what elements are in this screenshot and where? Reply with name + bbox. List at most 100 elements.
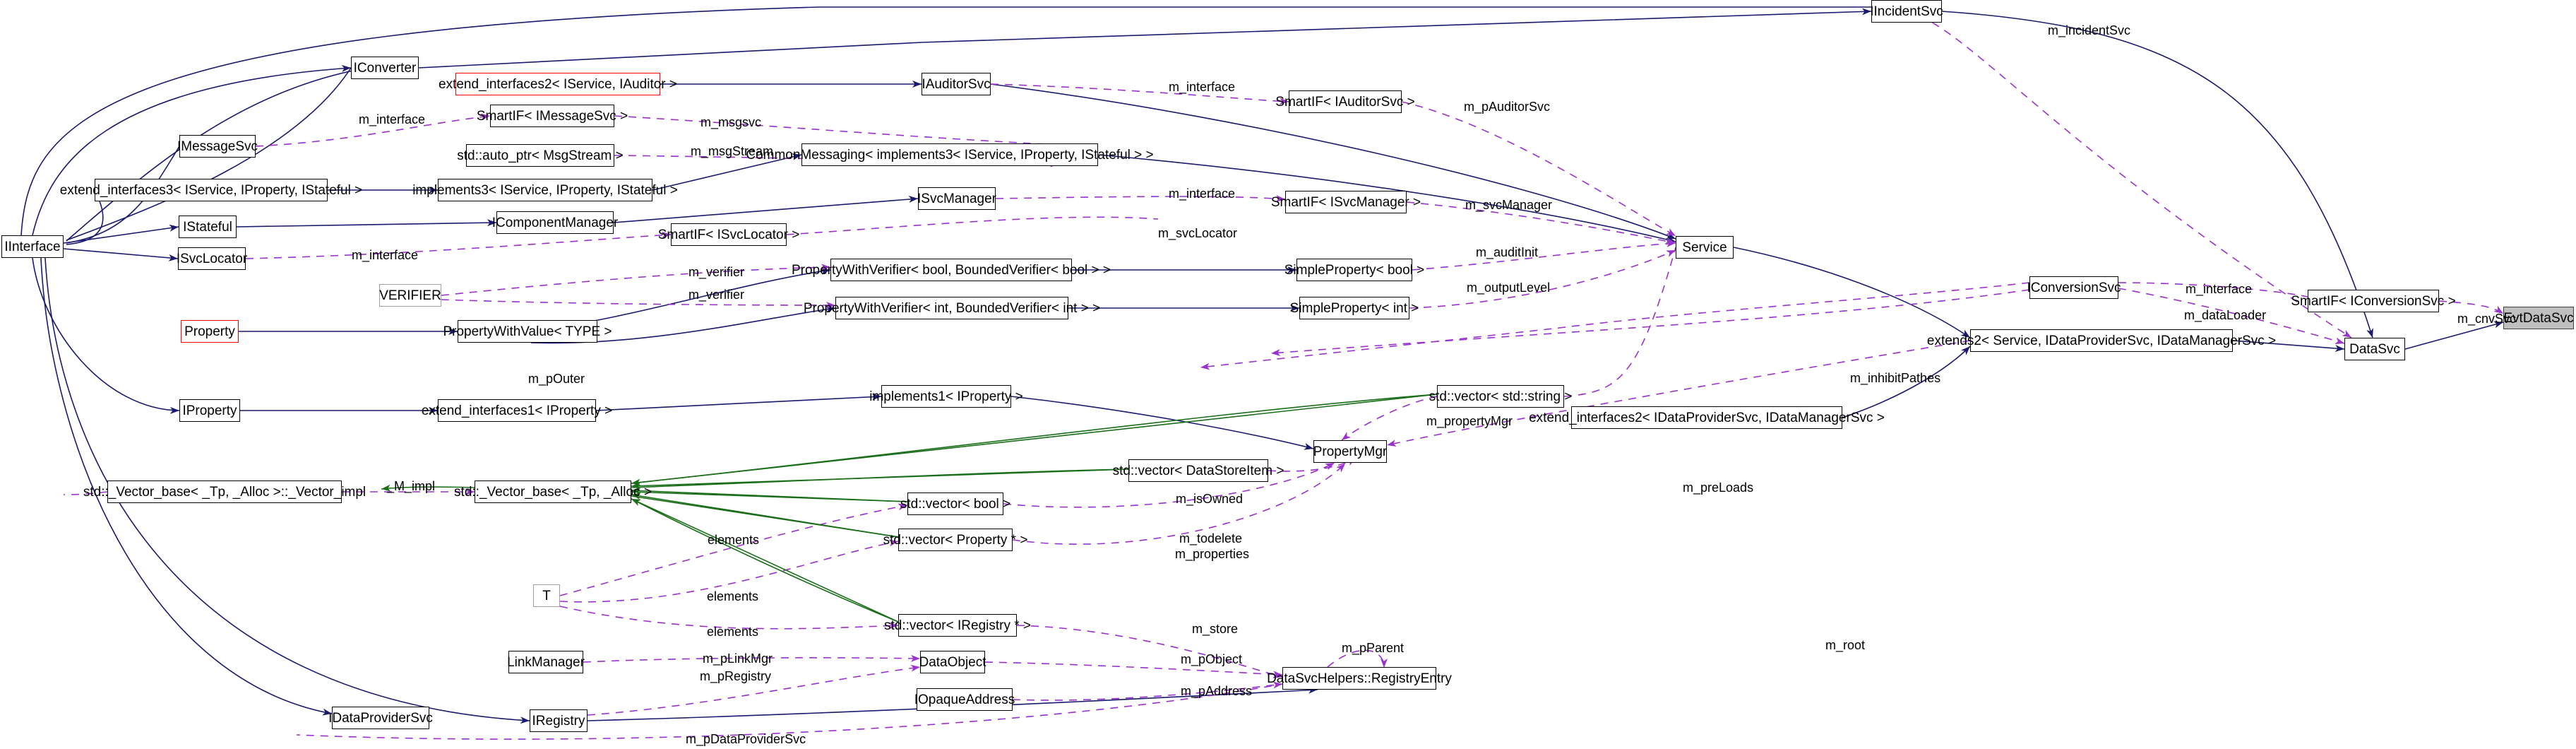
class-node-IRegistry[interactable]: IRegistry <box>530 709 588 732</box>
class-node-label: DataSvcHelpers::RegistryEntry <box>1267 671 1452 686</box>
class-node-extends2Service[interactable]: extends2< Service, IDataProviderSvc, IDa… <box>1927 329 2276 352</box>
class-node-extendIf1Property[interactable]: extend_interfaces1< IProperty > <box>422 399 612 422</box>
class-node-vectorPropertyPtr[interactable]: std::vector< Property * > <box>883 529 1027 551</box>
class-node-VERIFIER[interactable]: VERIFIER <box>379 284 441 307</box>
class-node-label: PropertyWithVerifier< int, BoundedVerifi… <box>803 300 1101 316</box>
class-node-IInterface[interactable]: IInterface <box>1 235 64 258</box>
class-node-label: IDataProviderSvc <box>328 710 433 726</box>
class-node-Service[interactable]: Service <box>1676 236 1734 259</box>
edge-label-l_m_pLinkMgr: m_pLinkMgr <box>703 651 773 666</box>
class-node-label: std::_Vector_base< _Tp, _Alloc >::_Vecto… <box>83 484 366 500</box>
class-node-CommonMessaging[interactable]: CommonMessaging< implements3< IService, … <box>746 143 1154 166</box>
edge-label-l_m_pAddress: m_pAddress <box>1181 684 1253 698</box>
class-node-extendIf2Auditor[interactable]: extend_interfaces2< IService, IAuditor > <box>439 73 677 95</box>
class-node-IStateful[interactable]: IStateful <box>179 216 237 238</box>
edge-label-l_m_interface_4: m_interface <box>352 248 419 262</box>
edge-label-l_m_store: m_store <box>1192 622 1239 636</box>
class-node-label: IInterface <box>4 239 61 254</box>
class-node-implements3[interactable]: implements3< IService, IProperty, IState… <box>412 179 678 201</box>
class-node-ISvcManager[interactable]: ISvcManager <box>917 187 996 210</box>
edge-label-l_m_pAuditorSvc: m_pAuditorSvc <box>1464 100 1551 114</box>
edge-label-l_m_cnvSvc: m_cnvSvc <box>2457 312 2517 326</box>
edge-label-l_m_svcLocator: m_svcLocator <box>1158 226 1238 240</box>
class-node-EvtDataSvc[interactable]: EvtDataSvc <box>2503 307 2574 329</box>
class-node-label: implements1< IProperty > <box>869 389 1023 404</box>
class-node-label: std::vector< Property * > <box>883 532 1028 548</box>
class-node-label: IProperty <box>182 403 237 418</box>
class-node-LinkManager[interactable]: LinkManager <box>507 651 585 673</box>
class-node-SmartIFConversionSvc[interactable]: SmartIF< IConversionSvc > <box>2291 290 2456 312</box>
class-node-PropVerifInt[interactable]: PropertyWithVerifier< int, BoundedVerifi… <box>804 297 1100 319</box>
edge-label-l_m_interface_1: m_interface <box>1169 80 1236 94</box>
edge-label-l_m_interface_2: m_interface <box>359 112 426 126</box>
edge-label-l_m_auditInit: m_auditInit <box>1476 245 1539 259</box>
edge-label-l_m_isOwned: m_isOwned <box>1176 492 1244 506</box>
class-node-PropertyWithValue[interactable]: PropertyWithValue< TYPE > <box>443 320 612 343</box>
class-node-DataObject[interactable]: DataObject <box>919 651 986 673</box>
class-node-label: IComponentManager <box>491 215 619 230</box>
class-node-vectorIRegistryPtr[interactable]: std::vector< IRegistry * > <box>884 614 1031 637</box>
class-node-label: EvtDataSvc <box>2503 310 2574 326</box>
class-node-implements1[interactable]: implements1< IProperty > <box>869 385 1023 408</box>
edge-label-l_m_msgStream: m_msgStream <box>691 144 774 158</box>
class-node-extendIf3[interactable]: extend_interfaces3< IService, IProperty,… <box>60 179 362 201</box>
class-node-vectorDataStoreItem[interactable]: std::vector< DataStoreItem > <box>1113 459 1284 482</box>
class-node-RegistryEntry[interactable]: DataSvcHelpers::RegistryEntry <box>1267 667 1452 690</box>
class-node-IConversionSvc[interactable]: IConversionSvc <box>2027 276 2121 299</box>
edge-label-l__M_impl: _M_impl <box>387 479 436 493</box>
class-node-SmartIFSvcManager[interactable]: SmartIF< ISvcManager > <box>1271 191 1421 213</box>
class-node-VectorBase[interactable]: std::_Vector_base< _Tp, _Alloc > <box>454 480 652 503</box>
class-node-label: IConversionSvc <box>2027 280 2121 295</box>
edge-label-l_m_preLoads: m_preLoads <box>1683 480 1754 495</box>
class-node-label: PropertyMgr <box>1313 444 1388 459</box>
edge-label-l_m_msgsvc: m_msgsvc <box>700 115 762 129</box>
class-node-ISvcLocator[interactable]: ISvcLocator <box>177 247 247 270</box>
edge-label-l_m_inhibitPathes: m_inhibitPathes <box>1850 371 1941 385</box>
class-node-label: std::vector< std::string > <box>1429 389 1573 404</box>
class-node-DataSvc[interactable]: DataSvc <box>2344 338 2405 360</box>
class-node-label: SmartIF< ISvcManager > <box>1270 194 1421 210</box>
edge-label-l_m_dataLoader: m_dataLoader <box>2184 308 2267 322</box>
class-node-T[interactable]: T <box>533 584 560 607</box>
edge-label-l_m_interface_5: m_interface <box>2186 282 2253 296</box>
class-node-label: implements3< IService, IProperty, IState… <box>412 182 678 198</box>
class-node-label: DataSvc <box>2349 341 2400 357</box>
edge-label-l_m_verifier_1: m_verifier <box>688 265 745 279</box>
class-node-IConverter[interactable]: IConverter <box>351 57 419 79</box>
class-node-label: IRegistry <box>532 713 585 729</box>
class-node-vectorString[interactable]: std::vector< std::string > <box>1429 385 1572 408</box>
class-node-label: PropertyWithValue< TYPE > <box>443 324 612 339</box>
class-node-IMessageSvc[interactable]: IMessageSvc <box>177 135 258 158</box>
class-node-label: extend_interfaces2< IService, IAuditor > <box>439 76 677 92</box>
class-node-SimplePropBool[interactable]: SimpleProperty< bool > <box>1284 259 1424 281</box>
class-node-label: VERIFIER <box>379 288 441 303</box>
class-node-IncidentSvc[interactable]: IIncidentSvc <box>1870 0 1943 23</box>
class-node-label: ISvcManager <box>917 191 996 206</box>
class-node-label: IIncidentSvc <box>1870 4 1943 19</box>
class-node-label: SmartIF< IConversionSvc > <box>2291 293 2456 309</box>
class-node-IDataProviderSvc[interactable]: IDataProviderSvc <box>328 707 433 729</box>
class-node-label: CommonMessaging< implements3< IService, … <box>746 147 1154 163</box>
class-node-SimplePropInt[interactable]: SimpleProperty< int > <box>1290 297 1419 319</box>
class-node-vectorBool[interactable]: std::vector< bool > <box>900 493 1010 515</box>
edge-label-l_m_properties: m_properties <box>1175 547 1250 561</box>
class-node-PropertyMgr[interactable]: PropertyMgr <box>1313 440 1387 463</box>
class-node-autoPtrMsgStream[interactable]: std::auto_ptr< MsgStream > <box>457 144 624 167</box>
class-node-SmartIFMessageSvc[interactable]: SmartIF< IMessageSvc > <box>477 105 628 127</box>
class-node-IOpaqueAddress[interactable]: IOpaqueAddress <box>914 688 1015 711</box>
class-node-label: std::_Vector_base< _Tp, _Alloc > <box>454 484 652 500</box>
class-node-PropVerifBool[interactable]: PropertyWithVerifier< bool, BoundedVerif… <box>792 259 1111 281</box>
class-node-Property[interactable]: Property <box>181 320 239 343</box>
edge-label-l_m_incidentSvc_top: m_incidentSvc <box>2048 23 2131 37</box>
class-node-label: std::auto_ptr< MsgStream > <box>457 148 624 163</box>
class-node-IComponentManager[interactable]: IComponentManager <box>492 211 618 234</box>
class-node-label: extend_interfaces1< IProperty > <box>421 403 613 418</box>
class-node-label: SimpleProperty< bool > <box>1284 262 1425 278</box>
edge-label-l_m_pParent: m_pParent <box>1342 641 1405 655</box>
class-node-SmartIFAuditorSvc[interactable]: SmartIF< IAuditorSvc > <box>1275 90 1415 113</box>
class-node-IProperty[interactable]: IProperty <box>179 399 240 422</box>
class-node-extendIf2Data[interactable]: extend_interfaces2< IDataProviderSvc, ID… <box>1529 406 1885 429</box>
class-node-VectorBaseImpl[interactable]: std::_Vector_base< _Tp, _Alloc >::_Vecto… <box>83 480 366 503</box>
class-node-IAuditorSvc[interactable]: IAuditorSvc <box>922 73 991 95</box>
class-node-SmartIFSvcLocator[interactable]: SmartIF< ISvcLocator > <box>658 223 799 246</box>
